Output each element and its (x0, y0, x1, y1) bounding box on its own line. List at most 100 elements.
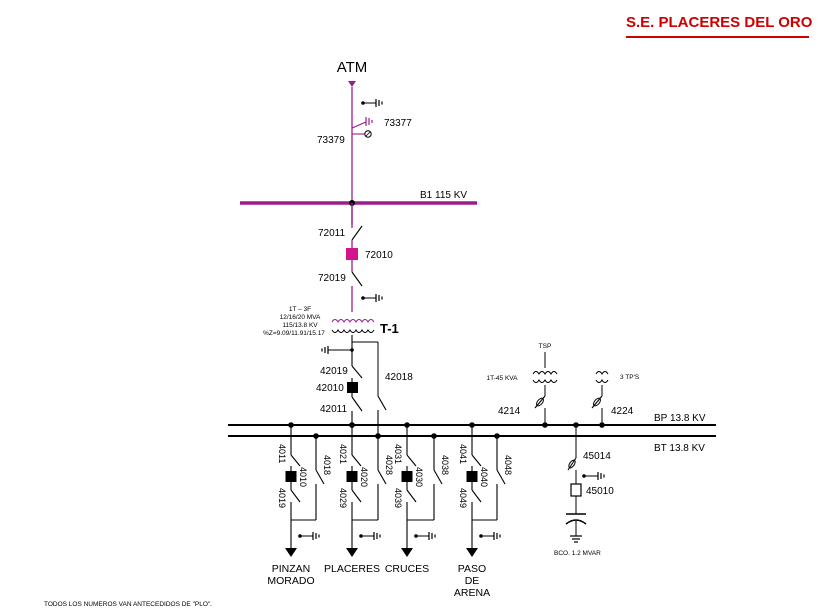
bus-node (469, 422, 475, 428)
transformer-name: T-1 (380, 321, 399, 336)
feeder-name: PLACERES (324, 563, 380, 575)
bus-115-label: B1 115 KV (420, 190, 467, 201)
footnote: TODOS LOS NUMEROS VAN ANTECEDIDOS DE "PL… (44, 601, 212, 608)
label-4214: 4214 (498, 406, 521, 417)
disconnect-72019-icon (351, 271, 363, 287)
fuse-disconnect-4214-icon (534, 395, 546, 425)
bypass-disconnect-icon (315, 469, 325, 485)
bus-node (288, 422, 294, 428)
disconnect-42011-icon (351, 396, 363, 412)
disconnect-73379 (352, 130, 372, 138)
feeder-name: ARENA (454, 587, 490, 599)
feeder-label-s3: 4049 (458, 488, 468, 508)
tsp-label: TSP (539, 343, 552, 350)
ground-icon (321, 346, 329, 354)
feeder-disconnect-icon (351, 454, 362, 467)
feeder-breaker-icon (401, 471, 413, 482)
feeder-disconnect-icon (351, 489, 362, 503)
capacitor-icon (565, 513, 587, 543)
feeder-disconnect-icon (471, 454, 482, 467)
label-73379: 73379 (317, 135, 345, 146)
label-42019: 42019 (320, 366, 348, 377)
fuse-disconnect-45014-icon (567, 457, 577, 471)
source-arrow (348, 81, 356, 87)
transformer-spec-3: 115/13.8 KV (282, 322, 318, 329)
label-45010: 45010 (586, 486, 614, 497)
feeder-label-s3: 4029 (338, 488, 348, 508)
feeder-arrow-icon (466, 548, 478, 557)
transformer-spec-2: 12/16/20 MVA (280, 314, 321, 321)
feeder-name: PASO (458, 563, 486, 575)
disconnect-42018-icon (377, 395, 387, 411)
bus-node (599, 422, 605, 428)
feeder-label-s1: 4041 (458, 444, 468, 464)
bus-bp-label: BP 13.8 KV (654, 413, 706, 424)
bypass-disconnect-icon (496, 469, 506, 485)
label-42018: 42018 (385, 372, 413, 383)
feeder-label-s3: 4039 (393, 488, 403, 508)
bus-node (542, 422, 548, 428)
label-42011: 42011 (320, 404, 348, 415)
transformer-icon (331, 319, 375, 333)
feeder-arrow-icon (285, 548, 297, 557)
feeder-label-s1: 4031 (393, 444, 403, 464)
feeder-label-s4: 4018 (322, 455, 332, 475)
ground-switch-icon (361, 294, 383, 302)
bypass-disconnect-icon (377, 469, 387, 485)
tsp-transformer-icon (532, 352, 558, 396)
feeder-label-s4: 4048 (503, 455, 513, 475)
diagram-title: S.E. PLACERES DEL ORO (626, 14, 813, 31)
feeder-name: PINZAN (272, 563, 311, 575)
feeder-label-s2: 4010 (298, 467, 308, 487)
feeder-label-s2: 4020 (359, 467, 369, 487)
disconnect-72011-icon (351, 225, 363, 241)
feeder-disconnect-icon (406, 489, 417, 503)
label-72011: 72011 (318, 228, 346, 239)
breaker-45010-icon (570, 483, 582, 497)
feeder-disconnect-icon (471, 489, 482, 503)
breaker-72010-icon (346, 248, 358, 260)
feeder-name: CRUCES (385, 563, 429, 575)
bus-node (404, 422, 410, 428)
feeder-arrow-icon (346, 548, 358, 557)
bypass-disconnect-icon (433, 469, 443, 485)
feeder-arrow-icon (401, 548, 413, 557)
feeder-label-s1: 4011 (277, 444, 287, 463)
source-label: ATM (337, 59, 368, 76)
fuse-disconnect-4224-icon (591, 395, 603, 425)
label-42010: 42010 (316, 383, 344, 394)
feeder-label-s1: 4021 (338, 444, 348, 464)
feeder-disconnect-icon (290, 454, 301, 467)
breaker-42010-icon (347, 382, 358, 393)
label-72010: 72010 (365, 250, 393, 261)
earth-switch-73377 (351, 117, 373, 129)
transformer-spec-1: 1T – 3F (289, 306, 311, 313)
label-73377: 73377 (384, 118, 412, 129)
ground-switch-icon (361, 99, 383, 107)
disconnect-42019-icon (351, 365, 363, 379)
tps-label: 3 TP'S (620, 374, 640, 381)
transformer-spec-4: %Z=9.09/11.91/15.17 (263, 330, 325, 337)
feeder-breaker-icon (346, 471, 358, 482)
label-4224: 4224 (611, 406, 634, 417)
ground-switch-icon (584, 472, 605, 480)
bus-node (349, 422, 355, 428)
label-72019: 72019 (318, 273, 346, 284)
label-45014: 45014 (583, 451, 611, 462)
feeder-label-s3: 4019 (277, 488, 287, 508)
tsp-kva: 1T-45 KVA (487, 375, 519, 382)
feeder-label-s2: 4030 (414, 467, 424, 487)
feeder-breaker-icon (285, 471, 297, 482)
feeder-name: DE (465, 575, 480, 587)
title-underline (626, 36, 809, 38)
capacitor-label: BCO. 1.2 MVAR (554, 550, 601, 557)
feeder-label-s4: 4028 (384, 455, 394, 475)
feeder-label-s4: 4038 (440, 455, 450, 475)
feeder-label-s2: 4040 (479, 467, 489, 487)
potential-transformer-icon (595, 371, 609, 396)
bus-bt-label: BT 13.8 KV (654, 443, 705, 454)
feeder-name: MORADO (267, 575, 314, 587)
feeder-breaker-icon (466, 471, 478, 482)
